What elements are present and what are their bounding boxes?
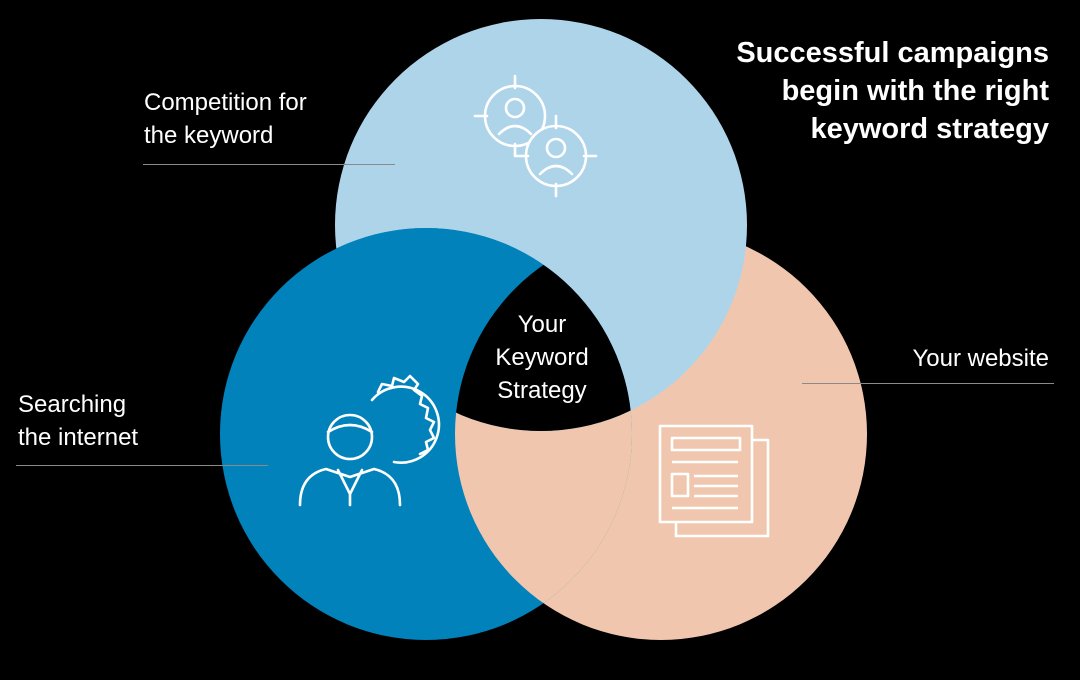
competitor-target-users-icon [473,74,598,198]
center-label-line: Keyword [495,344,589,371]
center-label: Your Keyword Strategy [464,308,620,407]
searching-label: Searching the internet [18,388,138,454]
headline-line: keyword strategy [810,113,1049,145]
website-label-line: Your website [912,345,1049,372]
website-rule [802,383,1054,384]
center-label-line: Your [517,311,567,338]
competition-over-website-region [455,228,747,431]
searching-rule [16,465,268,466]
headline: Successful campaigns begin with the righ… [629,34,1049,148]
website-label: Your website [912,342,1049,375]
user-gear-icon [298,374,441,507]
searching-label-line: the internet [18,424,139,451]
center-intersection [455,228,632,431]
web-document-icon [658,424,770,538]
headline-line: begin with the right [781,75,1049,107]
competition-label: Competition for the keyword [144,86,307,152]
center-label-line: Strategy [497,377,587,404]
competition-label-line: the keyword [144,122,274,149]
headline-line: Successful campaigns [736,37,1049,69]
searching-label-line: Searching [18,391,127,418]
competition-rule [143,164,395,165]
competition-label-line: Competition for [144,89,307,116]
